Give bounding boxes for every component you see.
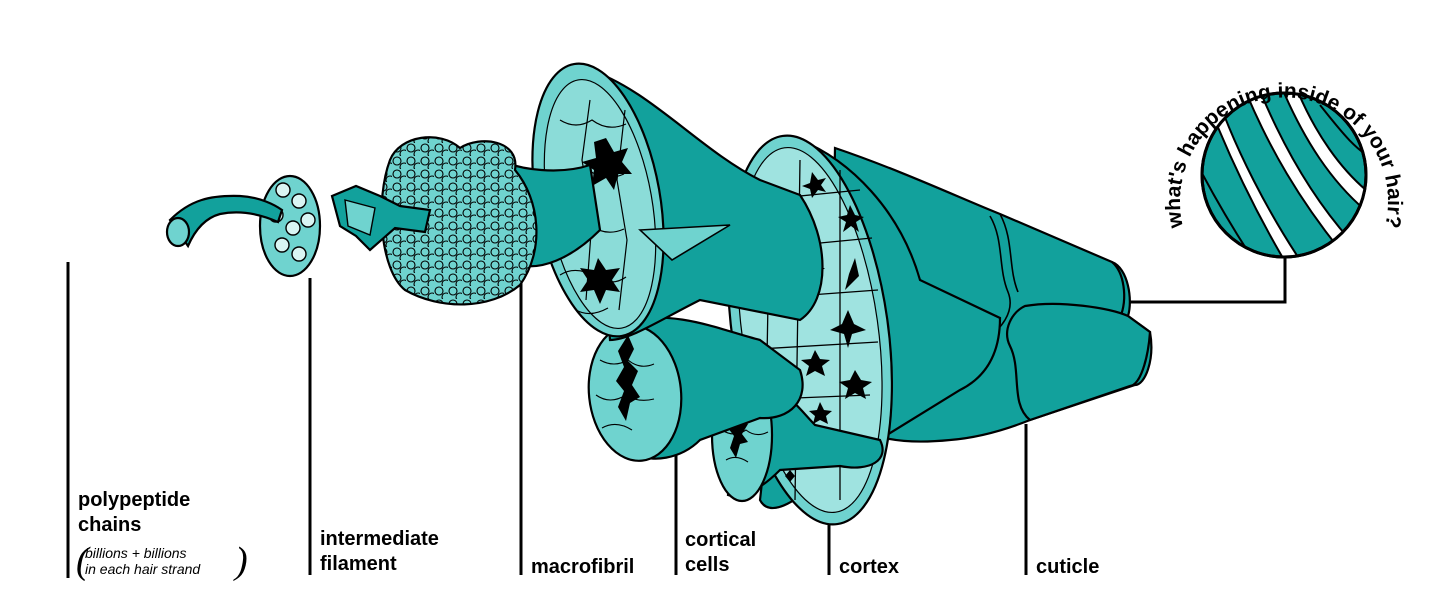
label-intermediate-filament: intermediate filament bbox=[320, 528, 439, 575]
intermediate-filament-shape bbox=[330, 136, 602, 306]
label-cortex: cortex bbox=[839, 556, 900, 578]
pointer-line-magnifier bbox=[1106, 255, 1287, 304]
label-macrofibril: macrofibril bbox=[531, 556, 635, 578]
note-line2: in each hair strand bbox=[85, 561, 201, 577]
protofilament-disk-shape bbox=[258, 174, 322, 278]
note-line1: billions + billions bbox=[85, 545, 187, 561]
label-polypeptide: polypeptide chains bbox=[78, 488, 190, 538]
label-polypeptide-text: polypeptide chains bbox=[78, 489, 191, 536]
note-open-paren: ( bbox=[76, 540, 89, 582]
pointer-lines bbox=[66, 255, 1287, 578]
macrofibril-lower-shape bbox=[587, 316, 804, 462]
label-cortical-cells: cortical cells bbox=[685, 529, 757, 576]
macrofibril-shape bbox=[531, 62, 824, 342]
label-cuticle: cuticle bbox=[1036, 556, 1100, 578]
note-close-paren: ) bbox=[235, 540, 248, 582]
polypeptide-ribbon-shape bbox=[165, 194, 284, 249]
